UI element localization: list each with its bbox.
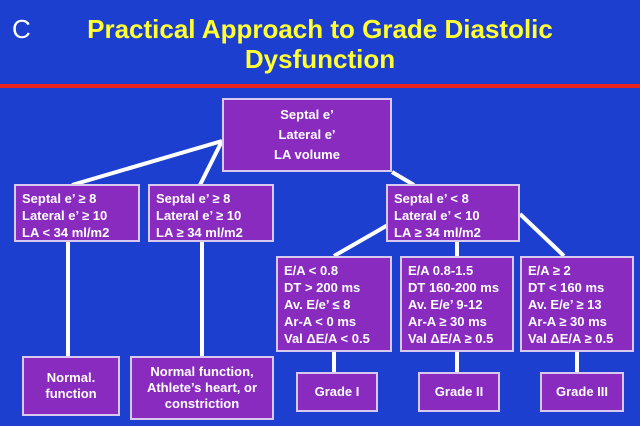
parameters-box-grade-3: E/A ≥ 2 DT < 160 ms Av. E/e’ ≥ 13 Ar-A ≥… bbox=[520, 256, 634, 352]
parameter-line: DT > 200 ms bbox=[284, 280, 361, 295]
criteria-box-enlarged-la: Septal e’ ≥ 8 Lateral e’ ≥ 10 LA ≥ 34 ml… bbox=[148, 184, 274, 242]
outcome-line: Athlete’s heart, or bbox=[146, 380, 258, 395]
parameter-line: E/A ≥ 2 bbox=[528, 263, 571, 278]
outcome-grade-2: Grade II bbox=[418, 372, 500, 412]
parameter-line: Av. E/e’ 9-12 bbox=[408, 297, 483, 312]
parameter-line: Val ΔE/A < 0.5 bbox=[284, 331, 370, 346]
parameter-line: Ar-A ≥ 30 ms bbox=[528, 314, 607, 329]
criteria-line: Septal e’ < 8 bbox=[394, 191, 469, 206]
criteria-line: Lateral e’ < 10 bbox=[394, 208, 480, 223]
panel-letter: C bbox=[12, 14, 31, 44]
outcome-normal-function: Normal. function bbox=[22, 356, 120, 416]
title-line-2: Dysfunction bbox=[244, 44, 396, 74]
parameter-line: Val ΔE/A ≥ 0.5 bbox=[408, 331, 494, 346]
outcome-grade-3: Grade III bbox=[540, 372, 624, 412]
parameter-line: E/A 0.8-1.5 bbox=[408, 263, 474, 278]
root-box: Septal e’ Lateral e’ LA volume bbox=[222, 98, 392, 172]
parameter-line: DT 160-200 ms bbox=[408, 280, 500, 295]
criteria-line: LA < 34 ml/m2 bbox=[22, 225, 110, 240]
criteria-line: Septal e’ ≥ 8 bbox=[22, 191, 97, 206]
connector-root-to-l1a bbox=[71, 139, 223, 187]
outcome-line: Normal. bbox=[46, 370, 96, 385]
root-line-3: LA volume bbox=[274, 147, 340, 162]
parameter-line: E/A < 0.8 bbox=[284, 263, 339, 278]
parameter-line: Av. E/e’ ≥ 13 bbox=[528, 297, 602, 312]
root-line-1: Septal e’ bbox=[280, 107, 334, 122]
outcome-line: Grade II bbox=[434, 384, 484, 399]
slide-title: Practical Approach to Grade Diastolic Dy… bbox=[40, 14, 600, 74]
parameters-box-grade-1: E/A < 0.8 DT > 200 ms Av. E/e’ ≤ 8 Ar-A … bbox=[276, 256, 392, 352]
outcome-line: Grade I bbox=[314, 384, 360, 399]
criteria-line: LA ≥ 34 ml/m2 bbox=[156, 225, 243, 240]
criteria-line: LA ≥ 34 ml/m2 bbox=[394, 225, 481, 240]
criteria-line: Septal e’ ≥ 8 bbox=[156, 191, 231, 206]
criteria-box-normal-la: Septal e’ ≥ 8 Lateral e’ ≥ 10 LA < 34 ml… bbox=[14, 184, 140, 242]
parameter-line: Ar-A < 0 ms bbox=[284, 314, 357, 329]
parameter-line: Val ΔE/A ≥ 0.5 bbox=[528, 331, 614, 346]
title-divider bbox=[0, 84, 640, 88]
parameters-box-grade-2: E/A 0.8-1.5 DT 160-200 ms Av. E/e’ 9-12 … bbox=[400, 256, 514, 352]
criteria-box-reduced-e: Septal e’ < 8 Lateral e’ < 10 LA ≥ 34 ml… bbox=[386, 184, 520, 242]
outcome-grade-1: Grade I bbox=[296, 372, 378, 412]
root-line-2: Lateral e’ bbox=[278, 127, 336, 142]
outcome-line: Grade III bbox=[555, 384, 609, 399]
parameter-line: Av. E/e’ ≤ 8 bbox=[284, 297, 351, 312]
connector-root-to-l1b bbox=[198, 140, 224, 186]
parameter-line: DT < 160 ms bbox=[528, 280, 605, 295]
parameter-line: Ar-A ≥ 30 ms bbox=[408, 314, 487, 329]
outcome-line: constriction bbox=[164, 396, 240, 411]
outcome-athletes-heart: Normal function, Athlete’s heart, or con… bbox=[130, 356, 274, 420]
connector-root-to-l1c bbox=[390, 170, 416, 187]
criteria-line: Lateral e’ ≥ 10 bbox=[22, 208, 108, 223]
outcome-line: function bbox=[45, 386, 97, 401]
outcome-line: Normal function, bbox=[150, 364, 254, 379]
criteria-line: Lateral e’ ≥ 10 bbox=[156, 208, 242, 223]
connector-l1c-to-l2c bbox=[518, 212, 566, 258]
title-line-1: Practical Approach to Grade Diastolic bbox=[87, 14, 553, 44]
